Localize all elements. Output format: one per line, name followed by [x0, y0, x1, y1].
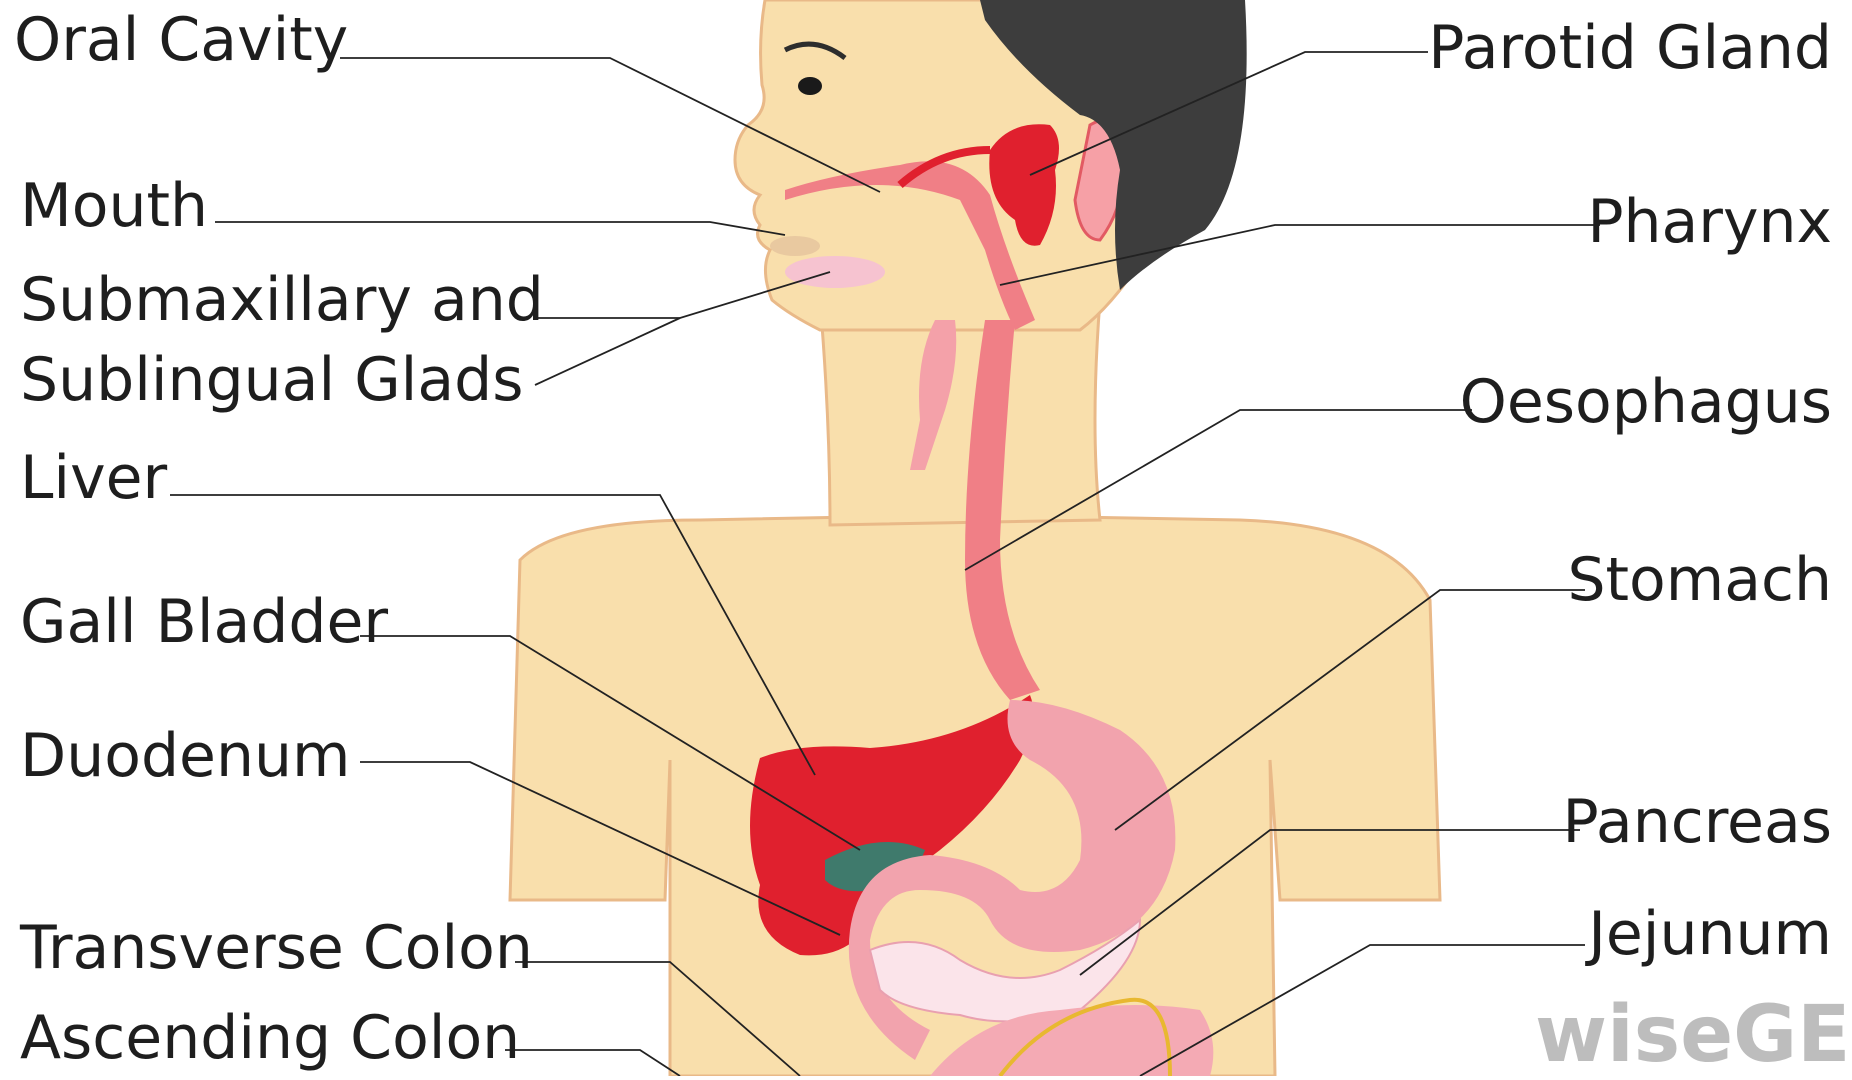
leader-line-pancreas — [1080, 830, 1580, 975]
leader-line-jejunum — [1140, 945, 1585, 1076]
leader-line-stomach — [1115, 590, 1585, 830]
leader-line-pharynx — [1000, 225, 1600, 285]
leader-line-duodenum — [360, 762, 840, 935]
leader-line-oesophagus — [965, 410, 1472, 570]
leader-line-submaxillary — [535, 272, 830, 318]
watermark-logo: wiseGEE — [1535, 990, 1852, 1080]
label-stomach: Stomach — [1567, 550, 1832, 610]
label-duodenum: Duodenum — [20, 726, 350, 786]
label-oesophagus: Oesophagus — [1460, 372, 1832, 432]
label-mouth: Mouth — [20, 176, 208, 236]
leader-line-gall-bladder — [360, 636, 860, 850]
label-pharynx: Pharynx — [1587, 192, 1832, 252]
leader-line-mouth — [215, 222, 785, 235]
label-oral-cavity: Oral Cavity — [14, 10, 348, 70]
label-submaxillary-line1: Submaxillary and — [20, 270, 544, 330]
label-parotid-gland: Parotid Gland — [1428, 18, 1832, 78]
leader-line-transverse-colon — [515, 962, 800, 1076]
label-submaxillary-line2: Sublingual Glads — [20, 350, 523, 410]
leader-line-oral-cavity — [340, 58, 880, 192]
leader-line-parotid-gland — [1030, 52, 1428, 175]
label-jejunum: Jejunum — [1588, 904, 1832, 964]
label-pancreas: Pancreas — [1562, 792, 1832, 852]
label-gall-bladder: Gall Bladder — [20, 592, 388, 652]
label-ascending-colon: Ascending Colon — [20, 1008, 520, 1068]
label-transverse-colon: Transverse Colon — [20, 918, 533, 978]
label-liver: Liver — [20, 448, 167, 508]
leader-line-sublingual — [535, 318, 680, 385]
leader-line-ascending-colon — [505, 1050, 680, 1076]
